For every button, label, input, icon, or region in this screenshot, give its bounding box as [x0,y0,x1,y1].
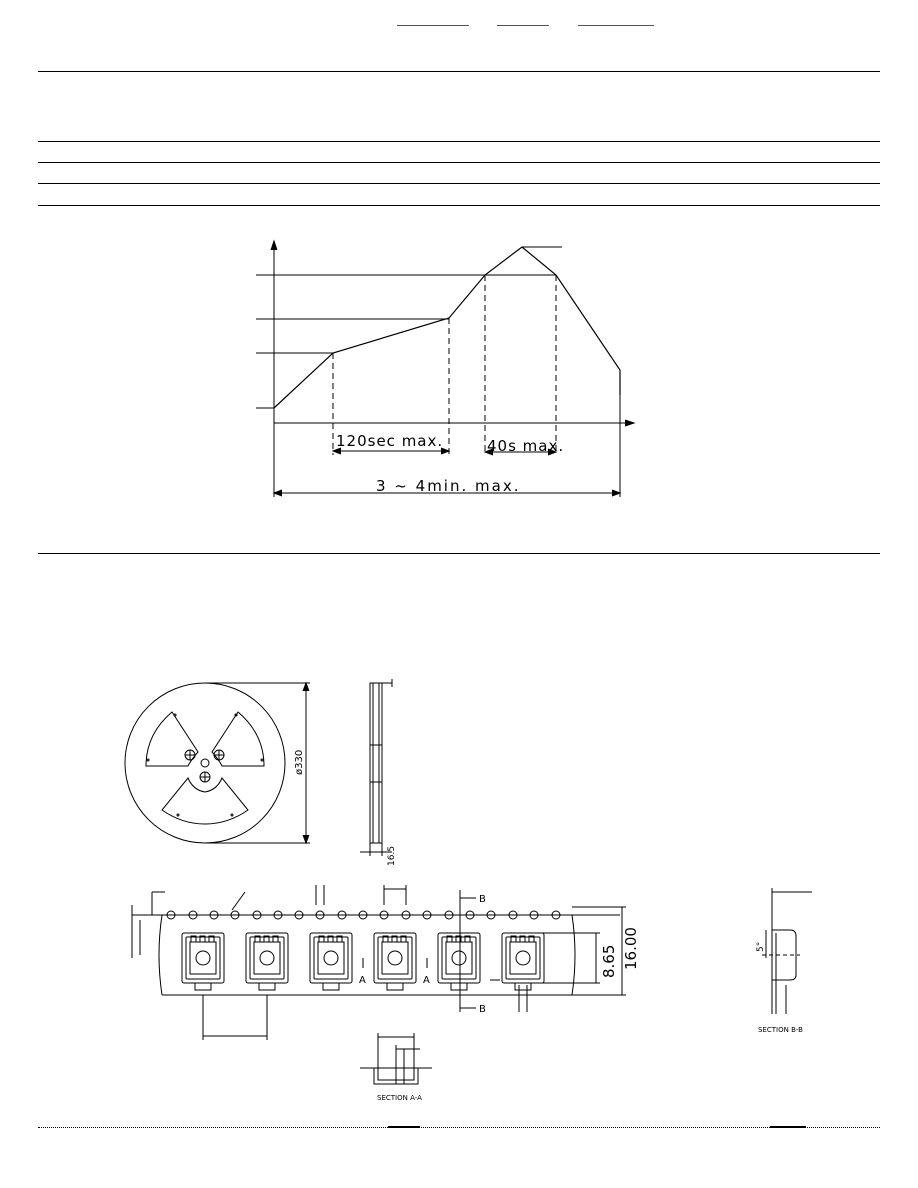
peak-duration-label: 40s max. [487,437,564,455]
section-a-marker-left: A [359,975,366,986]
section-b-marker-top: B [479,894,486,905]
total-duration-label: 3 ~ 4min. max. [376,477,520,495]
header-rule [38,71,880,72]
preheat-duration-label: 120sec max. [336,432,443,450]
reel-diameter-label: ø330 [294,750,305,775]
section-b-angle-label: 5° [756,942,766,952]
section-a-title: SECTION A-A [377,1094,422,1102]
table-rule-2 [38,162,880,163]
table-rule-1 [38,141,880,142]
header-link-2[interactable] [497,25,549,26]
section-b-title: SECTION B-B [758,1026,803,1034]
footer-mark-right [770,1126,806,1128]
section-rule [38,553,880,554]
section-a-marker-right: A [423,975,430,986]
tape-width-label: 16.00 [622,927,640,970]
footer-mark-left [388,1126,420,1128]
header-link-1[interactable] [397,25,469,26]
reflow-profile-chart: 120sec max. 40s max. 3 ~ 4min. max. [256,239,636,497]
pocket-pitch-label: 8.65 [600,945,618,978]
table-rule-4 [38,205,880,206]
section-b-marker-bottom: B [479,1004,486,1015]
footer-rule [38,1127,880,1128]
reel-side-width-label: 16.5 [387,846,397,866]
header-link-3[interactable] [578,25,654,26]
table-rule-3 [38,183,880,184]
